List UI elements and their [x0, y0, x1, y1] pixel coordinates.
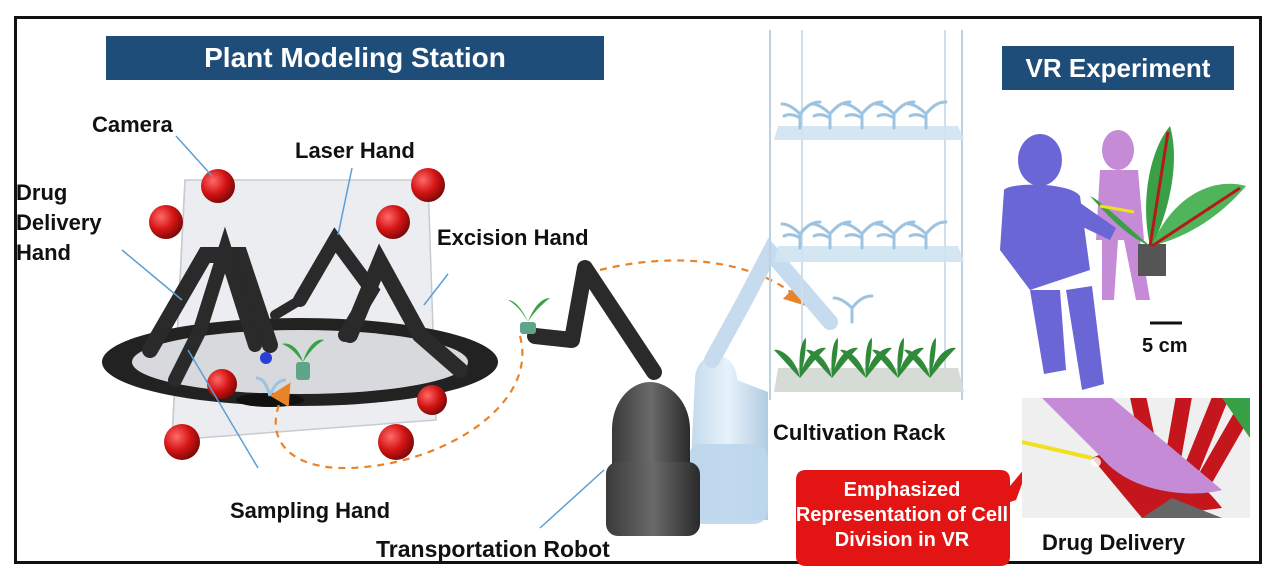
label-drug-delivery-hand: Drug Delivery Hand	[16, 180, 102, 265]
label-sampling-hand: Sampling Hand	[230, 498, 391, 523]
camera-sphere	[164, 424, 200, 460]
label-scale: 5 cm	[1142, 335, 1188, 357]
label-transportation-robot: Transportation Robot	[376, 536, 610, 562]
camera-sphere	[411, 168, 445, 202]
camera-sphere	[207, 369, 237, 399]
vr-human-pink	[1096, 130, 1150, 300]
callout-text: Emphasized Representation of Cell Divisi…	[795, 479, 1009, 551]
callout-bubble	[796, 462, 1030, 566]
vr-laser-beam	[1099, 204, 1135, 214]
camera-sphere	[417, 385, 447, 415]
drug-delivery-inset	[1022, 398, 1250, 518]
camera-sphere	[378, 424, 414, 460]
transport-route-arrow	[269, 259, 807, 470]
vr-title-banner: VR Experiment	[1002, 46, 1234, 90]
rack-plants-grown	[774, 338, 956, 378]
label-cultivation-rack: Cultivation Rack	[773, 420, 946, 445]
leader-lines	[121, 135, 605, 529]
label-laser-hand: Laser Hand	[295, 138, 415, 163]
camera-sphere	[149, 205, 183, 239]
camera-sphere	[376, 205, 410, 239]
label-drug-delivery: Drug Delivery	[1042, 530, 1186, 555]
vr-human-blue	[1000, 134, 1116, 390]
camera-sphere	[201, 169, 235, 203]
label-camera: Camera	[92, 112, 173, 137]
station-robot-arms	[142, 226, 468, 387]
vr-plant-chard	[1090, 126, 1246, 276]
transportation-robot-ghost	[688, 237, 838, 524]
station-title-banner: Plant Modeling Station	[106, 36, 604, 80]
camera-sphere-group	[149, 168, 447, 460]
drug-delivery-illustration	[1022, 398, 1250, 518]
label-excision-hand: Excision Hand	[437, 225, 589, 250]
cultivation-rack	[769, 30, 964, 400]
transportation-robot	[508, 260, 700, 536]
rack-seedlings-ghost	[780, 100, 948, 324]
laser-hand-tip	[260, 352, 272, 364]
